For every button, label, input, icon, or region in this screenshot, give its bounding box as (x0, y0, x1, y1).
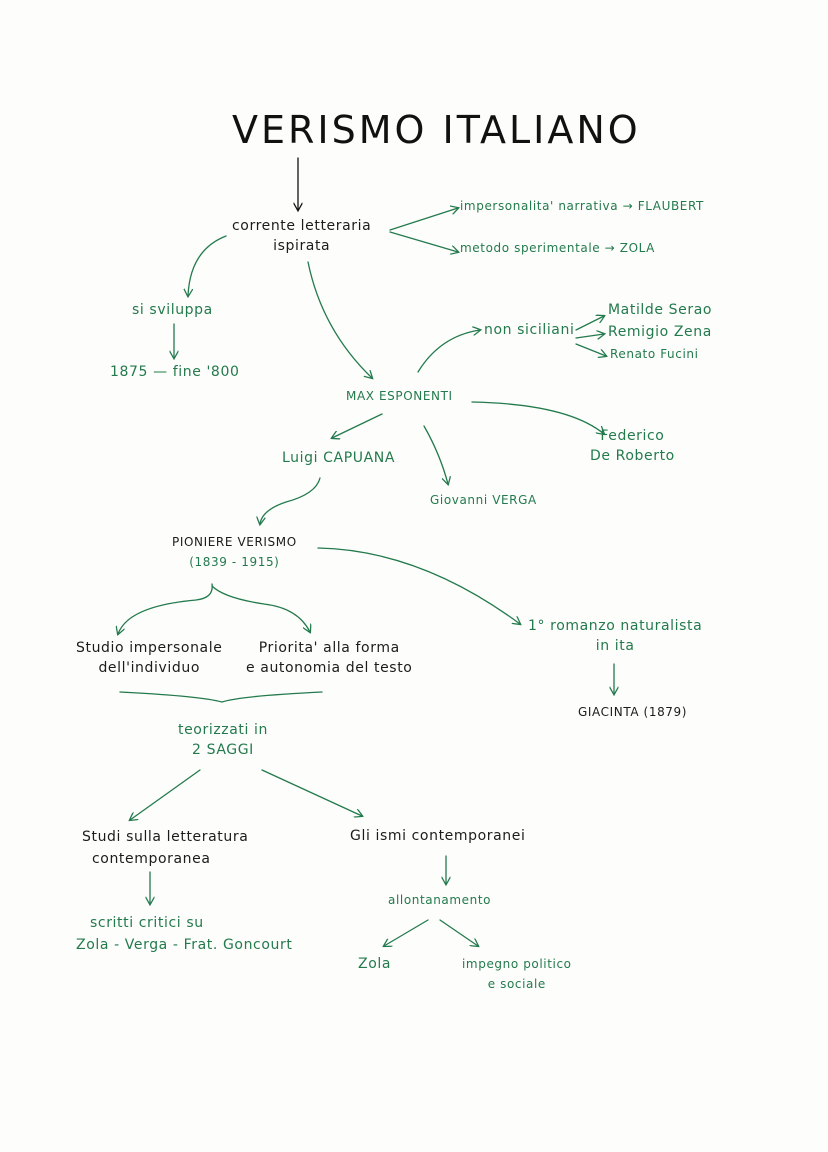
arrow-esponenti-verga (423, 425, 448, 484)
node-studio: Studio impersonale dell'individuo (76, 638, 222, 678)
node-priorita-line2: e autonomia del testo (246, 660, 413, 676)
node-studio-line2: dell'individuo (98, 660, 201, 676)
node-metodo: metodo sperimentale → ZOLA (460, 241, 655, 255)
node-corrente: corrente letteraria ispirata (232, 216, 371, 256)
node-de-roberto-line2: De Roberto (590, 448, 675, 464)
arrow-corrente-impersonalita (389, 208, 458, 231)
node-corrente-line2: ispirata (273, 238, 331, 254)
arrow-corrente-metodo (389, 231, 458, 252)
arrow-esponenti-capuana (332, 413, 383, 438)
node-romanzo-line2: in ita (595, 638, 635, 654)
node-periodo: 1875 — fine '800 (110, 364, 240, 380)
node-pioniere-line1: PIONIERE VERISMO (172, 535, 297, 549)
node-giacinta: GIACINTA (1879) (578, 705, 688, 719)
node-si-sviluppa: si sviluppa (132, 302, 213, 318)
arrow-corrente-esponenti (307, 261, 372, 378)
node-serao: Matilde Serao (608, 302, 713, 318)
arrow-capuana-pioniere (260, 477, 321, 524)
node-romanzo-line1: 1° romanzo naturalista (528, 618, 703, 634)
node-pioniere-line2: (1839 - 1915) (189, 555, 280, 569)
node-max-esponenti: MAX ESPONENTI (346, 389, 453, 403)
arrow-teorizzati-ismi (261, 769, 362, 816)
arrow-esponenti-deroberto (471, 401, 604, 434)
node-studi-line2: contemporanea (92, 851, 211, 867)
arrow-esponenti-nonsiciliani (417, 330, 480, 373)
node-impegno-line2: e sociale (487, 977, 546, 991)
node-priorita: Priorita' alla forma e autonomia del tes… (246, 638, 412, 678)
arrow-nonsiciliani-zena (575, 334, 604, 338)
node-impersonalita: impersonalita' narrativa → FLAUBERT (460, 199, 704, 213)
node-romanzo: 1° romanzo naturalista in ita (528, 616, 702, 656)
node-zola: Zola (358, 956, 392, 972)
node-non-siciliani: non siciliani (484, 322, 575, 338)
node-impegno-line1: impegno politico (462, 957, 572, 971)
node-ismi: Gli ismi contemporanei (350, 828, 526, 844)
node-zena: Remigio Zena (608, 324, 712, 340)
arrow-allontanamento-impegno (439, 919, 478, 946)
arrow-nonsiciliani-fucini (575, 343, 606, 356)
node-allontanamento: allontanamento (388, 893, 492, 907)
node-capuana: Luigi CAPUANA (282, 450, 396, 466)
node-studi-line1: Studi sulla letteratura (82, 829, 249, 845)
page-title: VERISMO ITALIANO (232, 108, 641, 152)
arrow-nonsiciliani-serao (575, 316, 604, 331)
node-de-roberto-line1: Federico (600, 428, 665, 444)
node-teorizzati-line1: teorizzati in (178, 722, 268, 738)
node-fucini: Renato Fucini (610, 347, 699, 361)
node-scritti: scritti critici su Zola - Verga - Frat. … (76, 912, 292, 956)
brace-pioniere-split (118, 583, 213, 634)
brace-bottom (119, 691, 323, 703)
node-corrente-line1: corrente letteraria (232, 218, 372, 234)
node-pioniere: PIONIERE VERISMO (1839 - 1915) (172, 532, 297, 572)
arrow-teorizzati-studi (130, 769, 201, 820)
node-de-roberto: Federico De Roberto (590, 426, 675, 466)
node-teorizzati-line2: 2 SAGGI (192, 742, 254, 758)
node-teorizzati: teorizzati in 2 SAGGI (178, 720, 268, 760)
arrow-pioniere-romanzo (317, 547, 520, 624)
node-studio-line1: Studio impersonale (76, 640, 223, 656)
node-scritti-line1: scritti critici su (90, 915, 204, 931)
arrow-allontanamento-zola (384, 919, 429, 946)
brace-pioniere-split-right (211, 585, 310, 632)
node-impegno: impegno politico e sociale (462, 954, 572, 994)
node-scritti-line2: Zola - Verga - Frat. Goncourt (76, 937, 293, 953)
arrow-corrente-sviluppa (188, 235, 227, 296)
node-studi: Studi sulla letteratura contemporanea (82, 826, 248, 870)
node-verga: Giovanni VERGA (430, 493, 537, 507)
node-priorita-line1: Priorita' alla forma (258, 640, 400, 656)
